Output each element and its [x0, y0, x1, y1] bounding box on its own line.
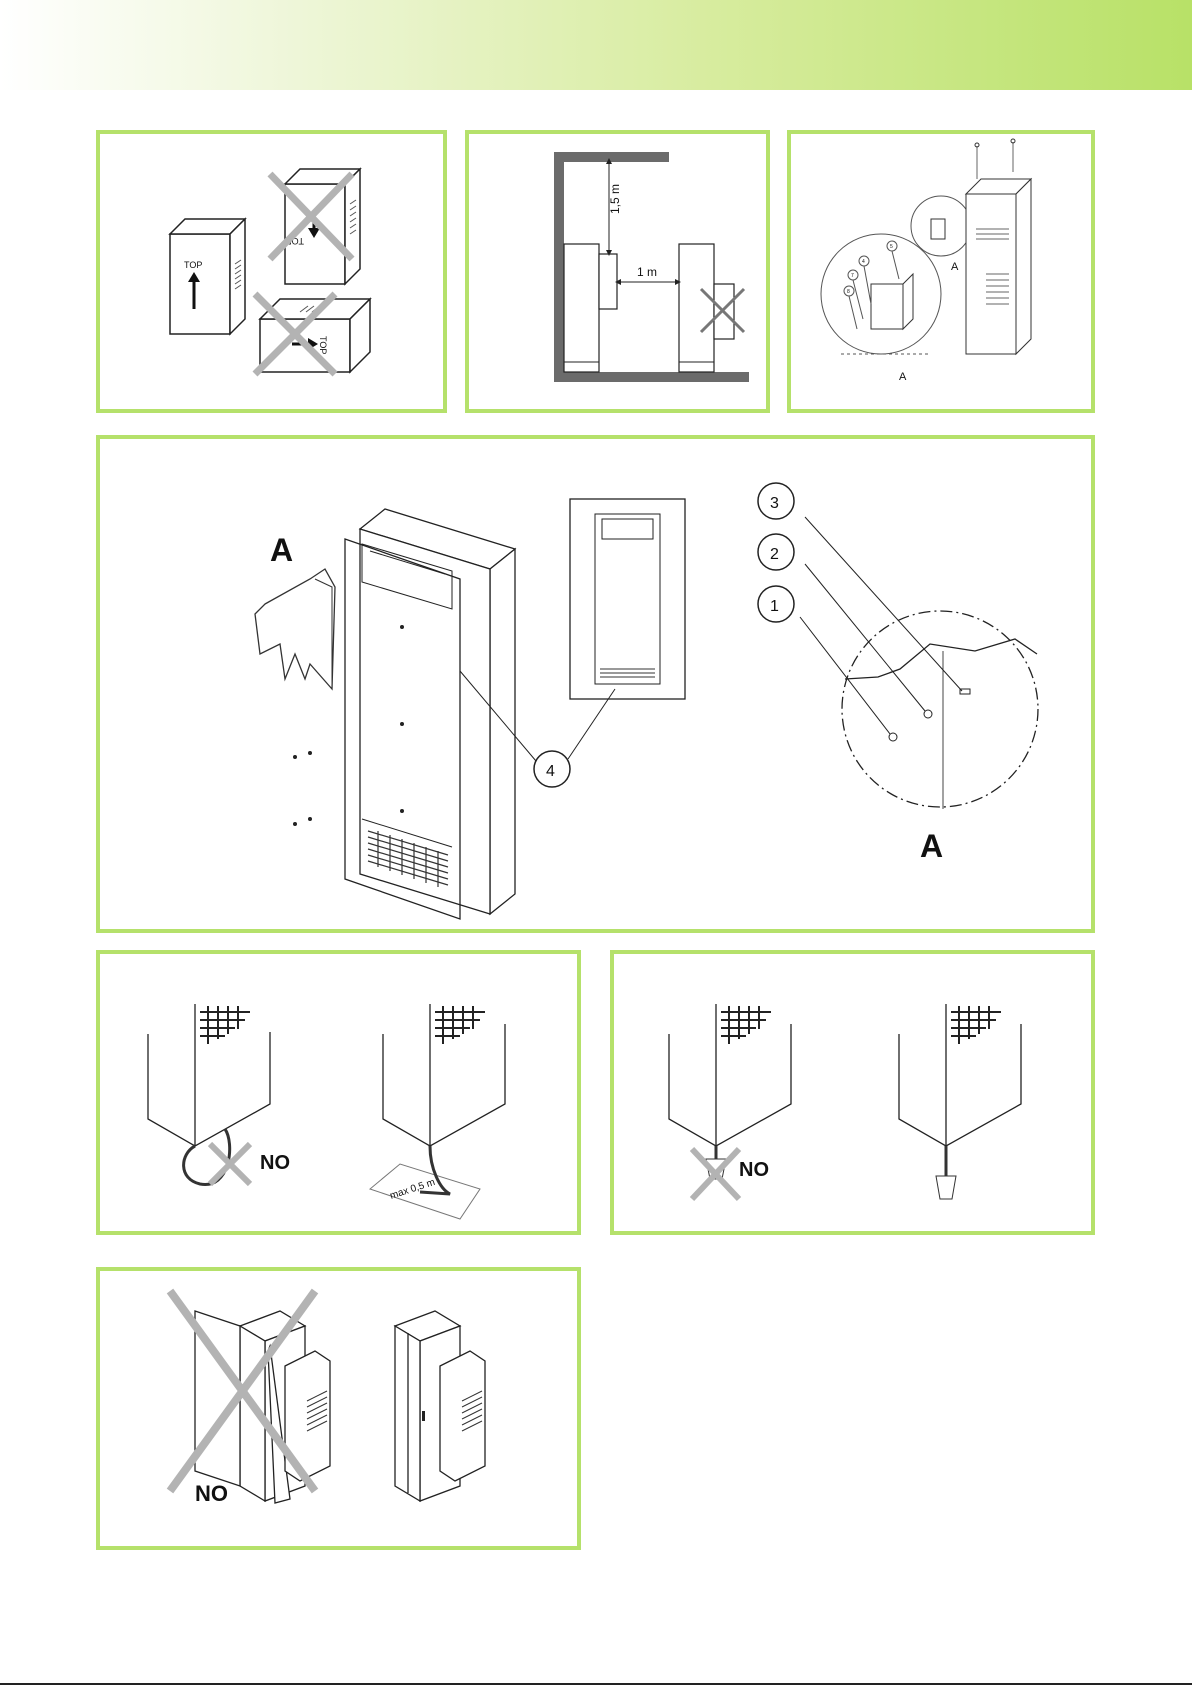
- no-label: NO: [739, 1159, 769, 1181]
- dim-vertical-label: 1,5 m: [608, 184, 622, 214]
- detail-illustration: 5 4 7 8 A A: [791, 134, 1091, 409]
- label-a-right: A: [920, 828, 943, 864]
- top-label-sideways: TOP: [318, 336, 328, 354]
- door-illustration: NO: [100, 1271, 577, 1546]
- callout-1: 1: [770, 598, 779, 615]
- no-label: NO: [195, 1481, 228, 1506]
- svg-text:8: 8: [847, 289, 850, 295]
- drain-cup-illustration: NO: [614, 954, 1091, 1231]
- dim-horizontal-label: 1 m: [637, 265, 657, 279]
- orientation-illustration: TOP TOP TOP: [100, 134, 443, 409]
- svg-text:7: 7: [851, 273, 854, 279]
- panel-mounting-gasket: A: [96, 435, 1095, 933]
- callout-3: 3: [770, 495, 779, 512]
- label-a-left: A: [270, 532, 293, 568]
- header-gradient-band: [0, 0, 1192, 90]
- panel-clearance: 1,5 m 1 m: [465, 130, 770, 413]
- panel-wall-mount-detail: 5 4 7 8 A A: [787, 130, 1095, 413]
- top-label-upright: TOP: [184, 260, 202, 270]
- svg-text:5: 5: [890, 244, 893, 250]
- callout-4: 4: [546, 763, 555, 780]
- panel-transport-orientation: TOP TOP TOP: [96, 130, 447, 413]
- drain-hose-illustration: NO max 0,5 m: [100, 954, 577, 1231]
- callout-2: 2: [770, 546, 779, 563]
- clearance-illustration: 1,5 m 1 m: [469, 134, 766, 409]
- svg-text:4: 4: [862, 259, 865, 265]
- panel-drain-cup: NO: [610, 950, 1095, 1235]
- detail-label-a-bottom: A: [899, 371, 907, 383]
- detail-label-a-top: A: [951, 261, 959, 273]
- panel-door-opening: NO: [96, 1267, 581, 1550]
- no-label: NO: [260, 1152, 290, 1174]
- mounting-illustration: A: [100, 439, 1091, 929]
- panel-drain-hose: NO max 0,5 m: [96, 950, 581, 1235]
